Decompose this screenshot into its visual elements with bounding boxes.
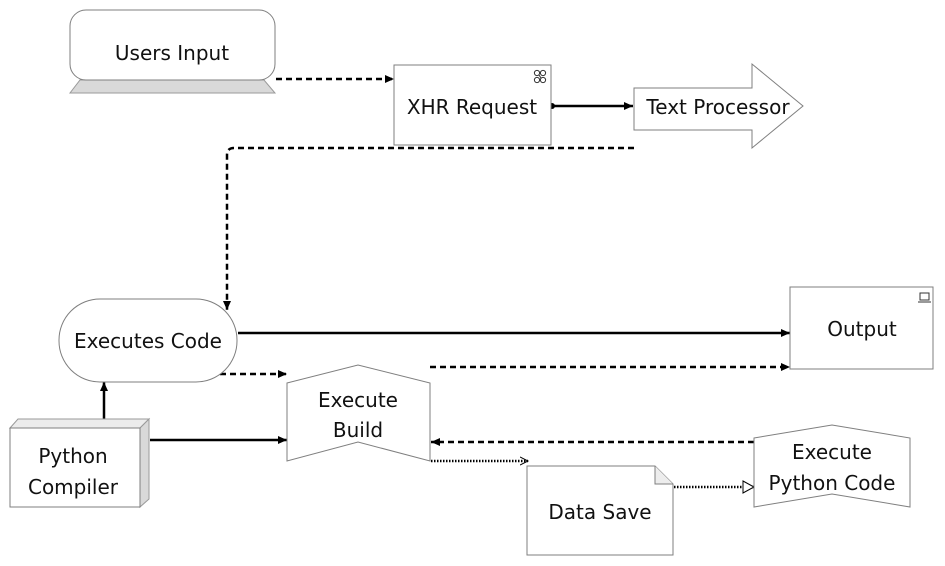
execute-python-code-shape — [753, 424, 911, 508]
python-compiler-line1: Python — [38, 444, 107, 468]
service-icon — [533, 69, 547, 84]
execute-python-code-line1: Execute — [792, 440, 872, 464]
node-xhr-request[interactable]: XHR Request — [393, 64, 552, 146]
python-compiler-line2: Compiler — [28, 475, 119, 499]
compiler-box-top — [8, 418, 151, 429]
data-save-fold — [654, 466, 673, 485]
node-executes-code[interactable]: Executes Code — [58, 298, 238, 383]
node-text-processor[interactable]: Text Processor — [633, 62, 804, 150]
compiler-box-front — [9, 427, 141, 508]
execute-build-line2: Build — [333, 418, 383, 442]
node-data-save[interactable]: Data Save — [526, 465, 674, 556]
executes-code-pill — [58, 298, 238, 383]
xhr-request-label: XHR Request — [407, 95, 537, 119]
output-label: Output — [827, 317, 897, 341]
xhr-request-box — [393, 64, 552, 146]
execute-python-code-line2: Python Code — [769, 471, 896, 495]
text-processor-arrow-shape — [633, 62, 804, 150]
device-screen — [69, 9, 276, 81]
node-execute-python-code[interactable]: Execute Python Code — [753, 424, 911, 508]
node-output[interactable]: Output — [789, 286, 934, 370]
data-save-label: Data Save — [548, 500, 651, 524]
users-input-label: Users Input — [115, 41, 229, 65]
execute-build-line1: Execute — [318, 388, 398, 412]
node-execute-build[interactable]: Execute Build — [286, 364, 431, 462]
output-box — [789, 286, 934, 370]
connectors — [100, 75, 790, 494]
device-icon — [918, 292, 931, 303]
execute-build-shape — [286, 364, 431, 462]
connector-text-processor-to-executes-code — [223, 146, 634, 310]
node-python-compiler[interactable]: Python Compiler — [8, 417, 151, 509]
executes-code-label: Executes Code — [74, 329, 222, 353]
device-base — [68, 79, 277, 94]
compiler-box-side — [139, 417, 150, 509]
data-save-document — [526, 465, 674, 556]
node-users-input[interactable]: Users Input — [68, 9, 277, 94]
text-processor-label: Text Processor — [645, 95, 790, 119]
